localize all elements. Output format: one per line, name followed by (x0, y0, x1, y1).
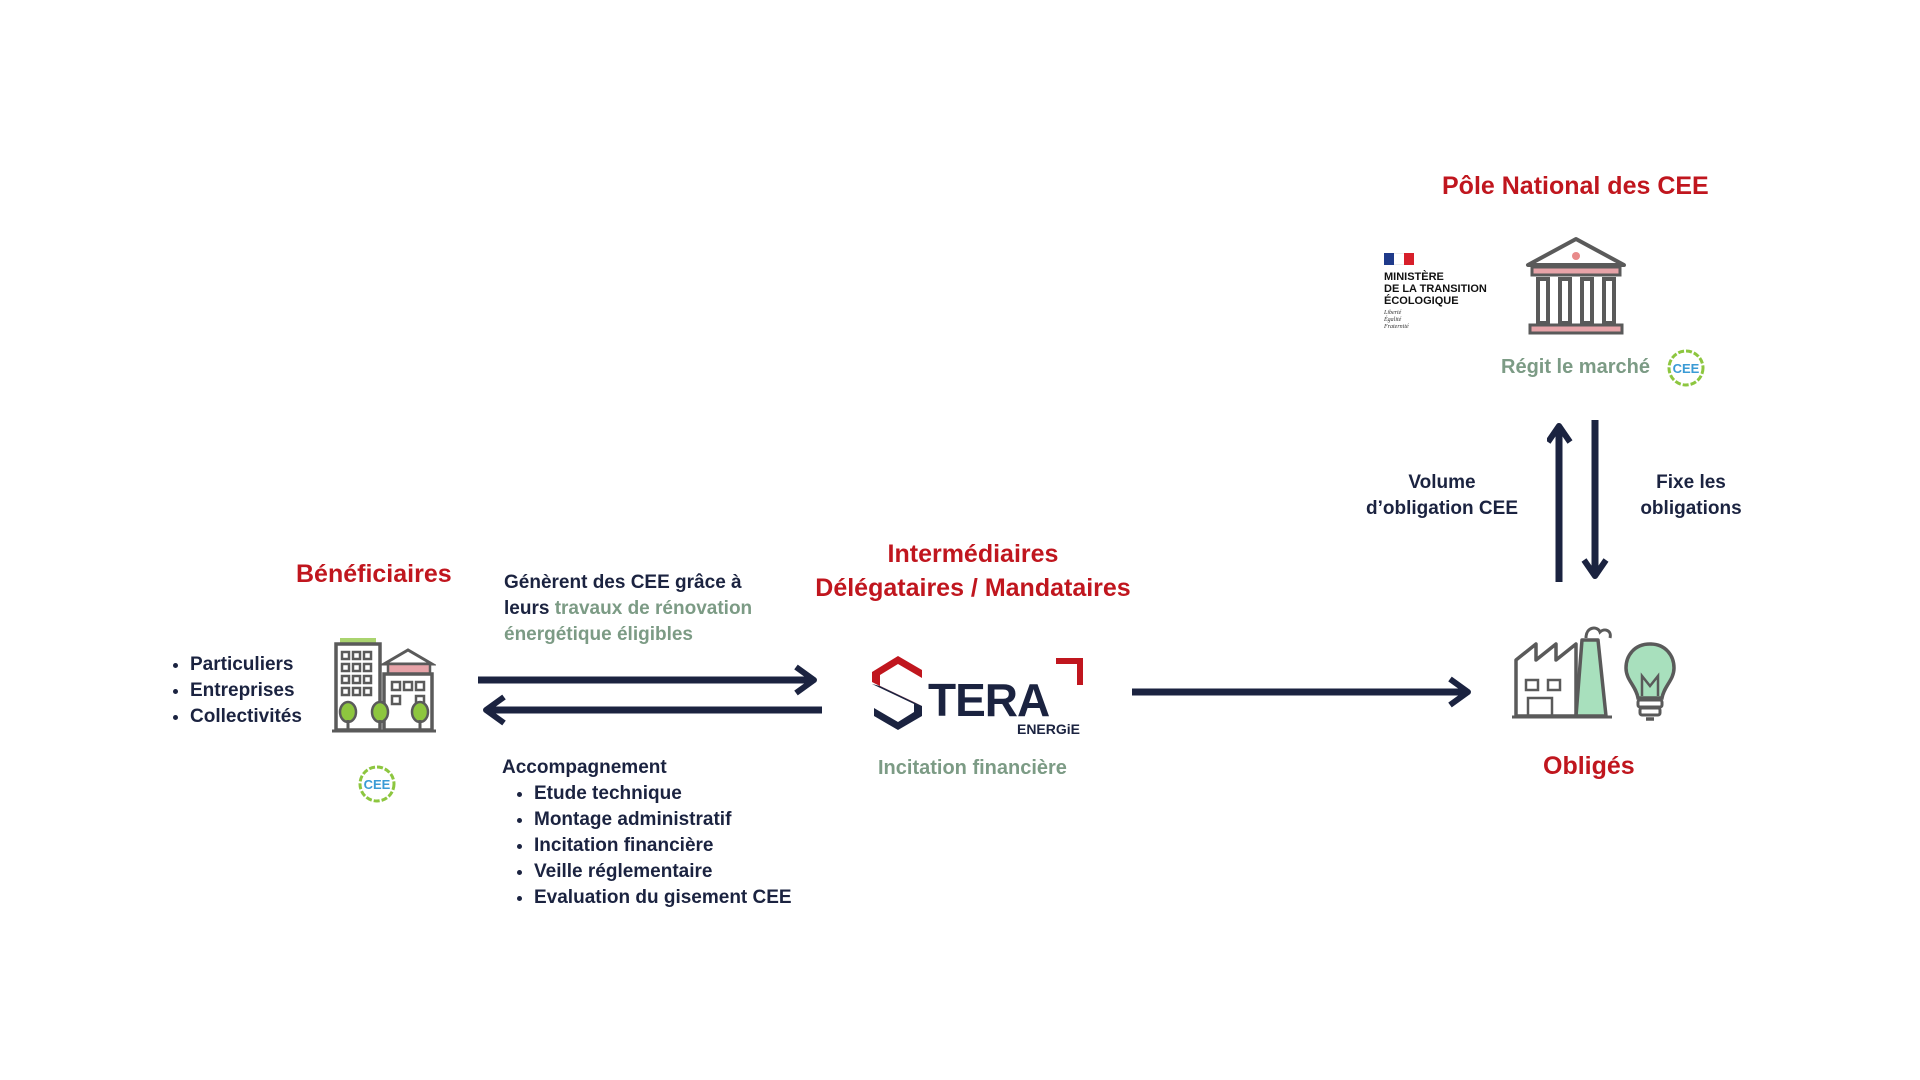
generate-line-2-green: travaux de rénovation (554, 598, 753, 619)
obliges-title: Obligés (1543, 752, 1635, 780)
list-item: Particuliers (190, 652, 302, 678)
pole-title: Pôle National des CEE (1442, 172, 1709, 200)
generate-line-3-green: énergétique éligibles (504, 624, 693, 645)
vertical-arrows (1547, 418, 1617, 584)
intermediaires-caption: Incitation financière (878, 757, 1067, 779)
list-item: Etude technique (534, 781, 792, 807)
fixe-obligations-label: Fixe les obligations (1640, 472, 1742, 519)
svg-text:TERA: TERA (928, 674, 1049, 726)
accompagnement-title: Accompagnement (502, 757, 667, 778)
regit-label: Régit le marché (1501, 356, 1650, 378)
generate-line-2-dark: leurs (504, 598, 550, 619)
factory-icon (1512, 620, 1612, 720)
ministry-line-3: ÉCOLOGIQUE (1384, 295, 1459, 307)
intermediaires-title: Intermédiaires Délégataires / Mandataire… (798, 538, 1148, 606)
arrow-to-obliges (1130, 675, 1476, 709)
buildings-icon (332, 636, 436, 734)
list-item: Montage administratif (534, 807, 792, 833)
exchange-arrows (476, 662, 824, 726)
svg-text:CEE: CEE (364, 777, 391, 792)
government-building-icon (1524, 235, 1628, 339)
cee-badge-icon: CEE (1666, 348, 1706, 388)
svg-text:CEE: CEE (1673, 361, 1700, 376)
svg-text:ENERGiE: ENERGiE (1017, 721, 1080, 737)
intermediaires-title-1: Intermédiaires (887, 540, 1059, 568)
generate-text: Génèrent des CEE grâce à leurs travaux d… (504, 570, 752, 648)
generate-line-1: Génèrent des CEE grâce à (504, 572, 742, 593)
intermediaires-title-2: Délégataires / Mandataires (815, 573, 1131, 602)
list-item: Collectivités (190, 704, 302, 730)
accompagnement-block: Accompagnement Etude technique Montage a… (502, 755, 792, 911)
motto-line-2: Égalité (1384, 317, 1402, 323)
lightbulb-icon (1622, 640, 1678, 724)
french-flag-icon (1384, 253, 1414, 265)
ministry-line-1: MINISTÈRE (1384, 271, 1444, 283)
list-item: Veille réglementaire (534, 859, 792, 885)
motto-line-3: Fraternité (1384, 324, 1409, 330)
list-item: Entreprises (190, 678, 302, 704)
tera-energie-logo: TERA ENERGiE (868, 644, 1088, 740)
volume-obligation-label: Volume d’obligation CEE (1366, 472, 1518, 519)
ministry-logo: MINISTÈRE DE LA TRANSITION ÉCOLOGIQUE Li… (1384, 253, 1487, 331)
beneficiaires-list: Particuliers Entreprises Collectivités (168, 652, 302, 730)
beneficiaires-title: Bénéficiaires (296, 560, 452, 588)
ministry-line-2: DE LA TRANSITION (1384, 283, 1487, 295)
list-item: Evaluation du gisement CEE (534, 885, 792, 911)
list-item: Incitation financière (534, 833, 792, 859)
cee-badge-icon: CEE (357, 764, 397, 804)
motto-line-1: Liberté (1384, 310, 1402, 316)
